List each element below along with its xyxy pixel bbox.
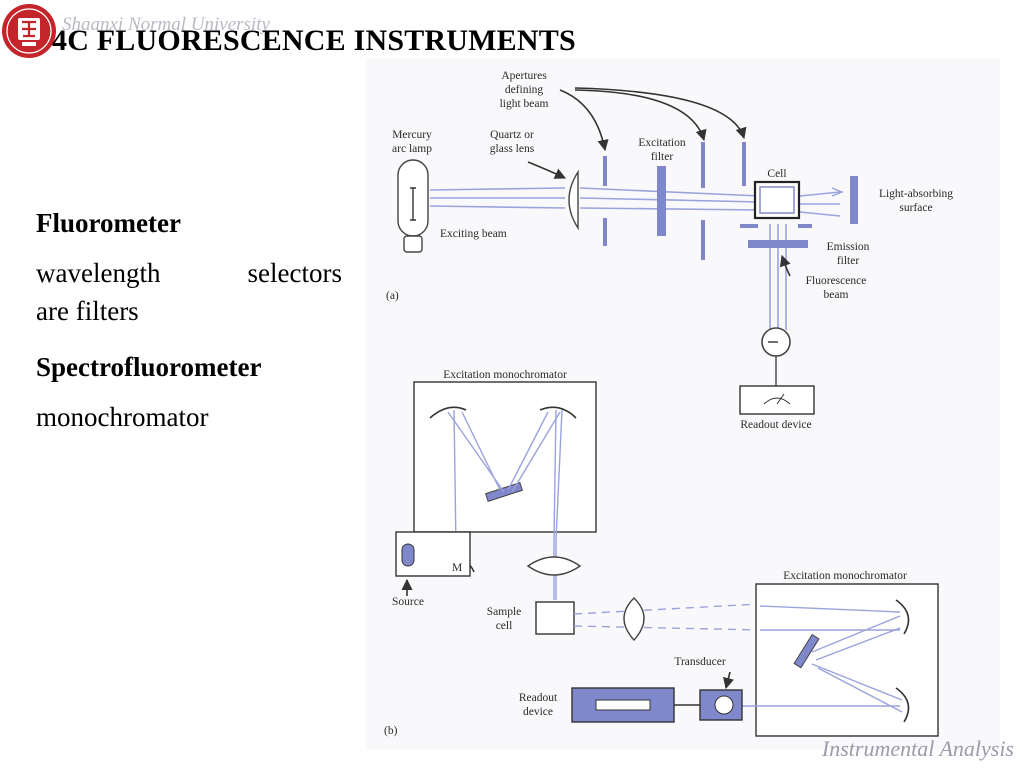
label-cell: Cell: [767, 168, 786, 180]
label-readout-b-1: Readout: [519, 692, 558, 704]
spectrofluorometer-schematic: Excitation monochromator Excitation mono…: [384, 369, 939, 737]
light-absorbing-surface: [850, 176, 858, 224]
emission-filter: [748, 240, 808, 248]
slide-text: Fluorometer wavelength selectors are fil…: [36, 206, 342, 436]
label-emission-filter-2: filter: [837, 255, 860, 267]
fluorometer-schematic: Apertures defining light beam Mercury ar…: [386, 70, 953, 431]
label-excitation-filter-1: Excitation: [638, 137, 686, 149]
sample-cell: [753, 180, 801, 220]
university-seal-logo: [2, 4, 56, 58]
label-part-a: (a): [386, 290, 399, 302]
label-lamp-1: Mercury: [392, 129, 432, 141]
spectrofluorometer-text: monochromator: [36, 402, 209, 432]
instrument-diagram: Apertures defining light beam Mercury ar…: [366, 58, 1000, 750]
label-fluorescence-1: Fluorescence: [806, 275, 867, 287]
slide-title: 4C FLUORESCENCE INSTRUMENTS: [52, 24, 576, 57]
university-name: Shaanxi Normal University: [62, 14, 270, 35]
emission-beam: [573, 603, 761, 631]
label-excitation-mono-1: Excitation monochromator: [443, 369, 567, 381]
label-source: Source: [392, 596, 424, 608]
grating-2: [793, 633, 820, 669]
lens-icon-b1: [526, 556, 582, 576]
sample-cell-b: [535, 601, 575, 635]
fluorometer-line-1: wavelength selectors: [36, 258, 342, 288]
label-lens-2: glass lens: [490, 143, 535, 155]
lens-icon: [568, 169, 579, 231]
fluorometer-heading: Fluorometer: [36, 208, 181, 238]
label-lamp-2: arc lamp: [392, 143, 432, 155]
label-surface-2: surface: [899, 202, 932, 214]
readout-meter-icon: [739, 385, 815, 415]
mercury-lamp-icon: [397, 159, 429, 253]
fluorometer-line-2: are filters: [36, 296, 139, 326]
label-sample-2: cell: [496, 620, 513, 632]
label-lens-1: Quartz or: [490, 129, 534, 141]
apertures: [603, 142, 746, 260]
label-excitation-filter-2: filter: [651, 151, 674, 163]
label-emission-filter-1: Emission: [827, 241, 870, 253]
label-transducer: Transducer: [674, 656, 725, 668]
excitation-monochromator-box: [413, 381, 597, 533]
source-box: [395, 531, 471, 577]
label-fluorescence-2: beam: [824, 289, 849, 301]
label-apertures-1: Apertures: [501, 70, 547, 82]
course-footer: Instrumental Analysis: [821, 736, 1014, 761]
label-exciting-beam: Exciting beam: [440, 228, 507, 240]
label-sample-1: Sample: [487, 606, 522, 618]
label-readout: Readout device: [740, 419, 811, 431]
phototube-icon: [761, 327, 791, 386]
label-excitation-mono-2: Excitation monochromator: [783, 570, 907, 582]
excitation-filter: [657, 166, 666, 236]
label-apertures-2: defining: [505, 84, 544, 96]
lens-icon-b2: [623, 597, 645, 642]
label-mirror: M: [452, 562, 462, 574]
label-readout-b-2: device: [523, 706, 553, 718]
exciting-beam-lines: [429, 187, 841, 330]
label-part-b: (b): [384, 725, 398, 737]
label-apertures-3: light beam: [500, 98, 549, 110]
spectrofluorometer-heading: Spectrofluorometer: [36, 352, 262, 382]
label-surface-1: Light-absorbing: [879, 188, 953, 200]
source-lamp-icon: [401, 543, 415, 567]
